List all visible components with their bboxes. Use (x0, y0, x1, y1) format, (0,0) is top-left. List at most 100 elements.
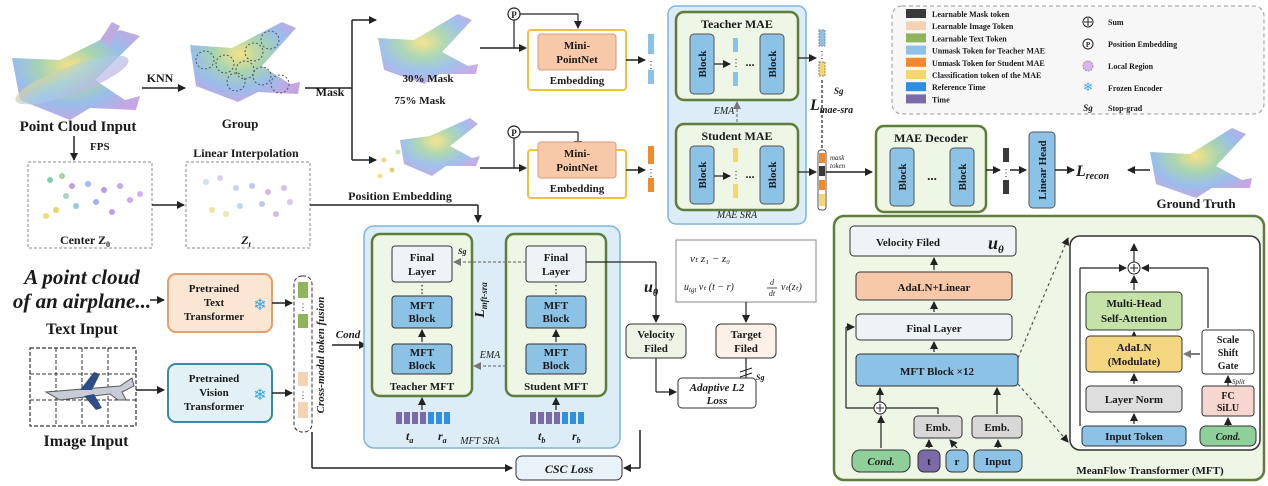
teacher-final-2: Layer (408, 266, 436, 278)
svg-text:⋮: ⋮ (1001, 168, 1011, 179)
mini-pointnet-top-core (537, 33, 617, 71)
fc-silu-box (1201, 385, 1255, 417)
svg-text:⋮: ⋮ (646, 60, 656, 71)
mask-branch: Mask 30% Mask 75% Mask (305, 14, 480, 179)
ground-truth-label: Ground Truth (1156, 196, 1236, 211)
adaptive-loss-1: Adaptive L2 (689, 382, 745, 394)
student-mae-block-2 (759, 145, 785, 205)
decoder-block-1 (889, 147, 915, 207)
legend-label: Reference Time (932, 83, 986, 92)
teacher-mft-block-1-l1: MFT (410, 347, 435, 359)
student-mft-block-1-l2: Block (543, 360, 571, 372)
legend-local: Local Region (1108, 62, 1154, 71)
mini-pointnet-bottom-line2: PointNet (556, 162, 598, 174)
equation-vt: vₜ(zₜ) (781, 282, 803, 293)
svg-text:⋮: ⋮ (417, 284, 428, 296)
masked-30-cloud (378, 14, 478, 84)
legend-swatch (906, 45, 926, 55)
mft-t-chip (917, 449, 941, 473)
mft-block-x12-label: MFT Block ×12 (900, 366, 974, 378)
loss-mft-sra: Lmft-sra (473, 282, 489, 319)
legend-swatch (906, 57, 926, 67)
teacher-mft-block-1-l2: Block (409, 360, 437, 372)
velocity-filed-1: Velocity (637, 329, 675, 341)
mft-sra-region: MFT SRA Final Layer ⋮ MFT Block MFT Bloc… (363, 225, 621, 449)
flow-sg-label: Sg (756, 373, 764, 382)
svg-text:⋮: ⋮ (817, 50, 827, 61)
mft-final-layer (855, 313, 1013, 341)
mft-r-chip (945, 449, 969, 473)
student-final-2: Layer (542, 266, 570, 278)
mini-pointnet-bottom-core (537, 141, 617, 179)
equation-dt: dt (769, 289, 776, 298)
student-mft-block-1-l1: MFT (544, 347, 569, 359)
mask-30-label: 30% Mask (402, 73, 454, 85)
teacher-final-1: Final (410, 252, 434, 264)
equation-line1: vₜ z₁ − z₀ (690, 253, 730, 265)
pretrained-vision-line2: Vision (199, 387, 229, 399)
mhsa-box (1085, 291, 1183, 331)
image-input-group: Image Input Pretrained Vision Transforme… (29, 347, 293, 450)
group-airplane-cloud (190, 22, 300, 102)
teacher-mft-block-2 (391, 295, 453, 329)
mae-ema-label: EMA (713, 106, 735, 117)
scale-shift-gate-box (1201, 329, 1255, 375)
embedding-bottom: P Mini- PointNet Embedding ⋮ (480, 125, 656, 199)
legend-label: Learnable Image Token (932, 22, 1014, 31)
mft-title: MeanFlow Transformer (MFT) (1076, 465, 1224, 477)
student-mae-block-2-label: Block (767, 161, 779, 189)
center-points (43, 173, 143, 219)
ground-truth-cloud (1150, 128, 1252, 198)
mini-pointnet-top-line1: Mini- (564, 40, 591, 52)
mft-final-layer-label: Final Layer (906, 323, 961, 335)
point-cloud-input-group: Point Cloud Input KNN Group FPS (12, 22, 482, 249)
p-symbol-text-2: P (511, 128, 517, 138)
target-equation-box (675, 239, 817, 303)
adaptive-loss-2: Loss (706, 395, 728, 407)
group-label: Group (222, 116, 259, 131)
decoder-block-1-label: Block (897, 163, 909, 191)
tb-label: tb (538, 429, 545, 445)
teacher-mft-block-2-l2: Block (409, 313, 437, 325)
student-mft-block-2-l1: MFT (544, 300, 569, 312)
teacher-mae-ellipsis: ... (746, 55, 755, 69)
mft-u-theta: uθ (988, 233, 1004, 256)
knn-label: KNN (147, 71, 174, 85)
text-input-group: A point cloud of an airplane... Text Inp… (13, 265, 293, 338)
ssg-line3: Gate (1218, 361, 1239, 372)
ra-label: ra (438, 429, 447, 445)
mae-decoder: MAE Decoder Block Block ... ⋮ Linear Hea… (874, 124, 1252, 214)
legend-position: Position Embedding (1108, 40, 1177, 49)
legend-swatch (906, 94, 926, 104)
center-label: Center Z0 (60, 233, 110, 249)
teacher-final-layer (391, 245, 453, 283)
pretrained-vision-line3: Transformer (184, 401, 244, 413)
teacher-mae-block-2 (759, 33, 785, 95)
decoder-block-2-label: Block (957, 163, 969, 191)
mft-emb-2 (971, 415, 1023, 439)
block-cond-label: Cond. (1216, 432, 1241, 443)
mask-token-label-2: token (830, 162, 846, 170)
student-final-layer (525, 245, 587, 283)
zt-label: Zt (240, 233, 251, 249)
cond-label: Cond (336, 329, 361, 341)
csc-loss-label: CSC Loss (545, 462, 594, 476)
mae-decoder-title: MAE Decoder (894, 131, 968, 145)
u-theta-label: uθ (644, 279, 659, 299)
mask-label: Mask (316, 85, 345, 99)
legend-swatch (906, 9, 926, 18)
svg-text:⋮: ⋮ (731, 58, 741, 69)
interpolated-points (203, 175, 293, 217)
rb-label: rb (572, 429, 581, 445)
masked-75-cloud (377, 118, 480, 179)
legend-label: Learnable Mask token (932, 10, 1010, 19)
snowflake-icon: ❄ (253, 297, 266, 314)
layer-norm-box (1085, 385, 1183, 413)
point-cloud-input-label: Point Cloud Input (20, 119, 137, 135)
pretrained-text-line3: Transformer (184, 311, 244, 323)
legend-swatch (906, 21, 926, 31)
legend-label: Learnable Text Token (932, 34, 1007, 43)
mft-emb-1 (913, 415, 963, 439)
